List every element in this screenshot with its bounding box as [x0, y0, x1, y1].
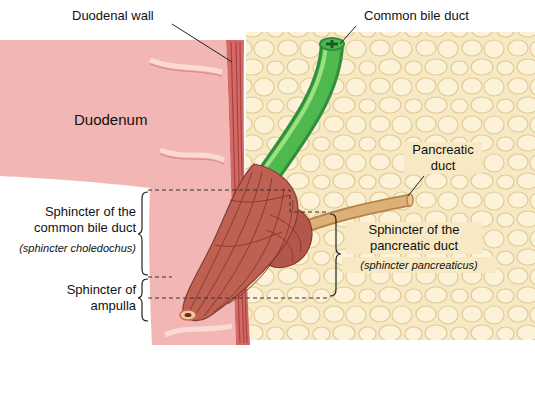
region-outline: [148, 190, 328, 298]
part-label: Sphincter of the pancreatic duct: [346, 222, 482, 254]
duct-highlight: [262, 44, 326, 172]
part-label: Sphincter of the common bile duct: [4, 204, 138, 236]
leader-line: [172, 24, 424, 196]
ampulla-opening: [180, 310, 196, 320]
latin-name: (sphincter pancreaticus): [342, 257, 496, 273]
ampulla-lumen: [185, 313, 192, 317]
bracket: [137, 192, 341, 321]
bile-duct-sphincter: [183, 164, 298, 321]
latin-name: (sphincter choledochus): [4, 240, 138, 256]
sphincter-striations: [190, 172, 301, 316]
duct-lumen: [326, 40, 338, 48]
part-label: Pancreatic duct: [404, 142, 482, 174]
part-label: Common bile duct: [362, 8, 471, 24]
part-label: Sphincter of ampulla: [40, 282, 138, 314]
part-label: Duodenal wall: [70, 8, 156, 24]
mucosal-fold-edge: [150, 64, 224, 164]
organ-label: Duodenum: [72, 112, 149, 128]
